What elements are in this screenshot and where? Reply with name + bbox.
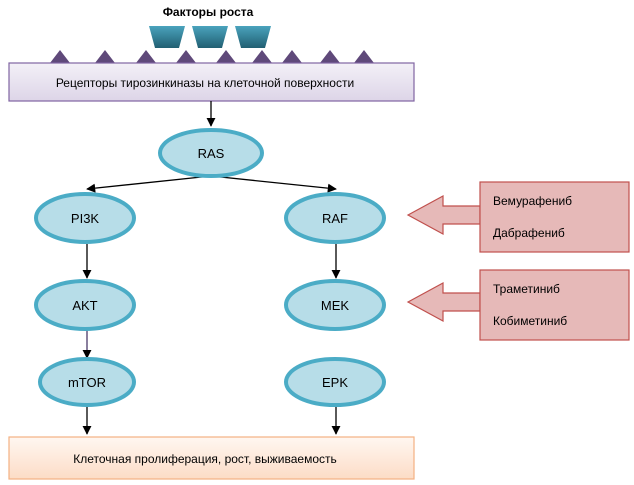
drug-vemurafenib: Вемурафениб (493, 194, 572, 208)
receptor-triangle (176, 50, 196, 63)
mek-inhibitor-callout: Траметиниб Кобиметиниб (406, 269, 630, 341)
raf-inhibitor-box (479, 181, 630, 253)
arrow-ras-to-raf (210, 175, 337, 193)
growth-factor-ligands (149, 26, 271, 48)
node-pi3k: PI3K (34, 192, 136, 244)
node-erk: EPK (284, 357, 386, 407)
node-pi3k-label: PI3K (71, 211, 100, 226)
node-ras: RAS (158, 128, 264, 178)
pathway-arrows (82, 101, 341, 435)
receptor-triangle (354, 50, 374, 63)
drug-dabrafenib: Дабрафениб (493, 226, 565, 240)
drug-trametinib: Траметиниб (493, 282, 560, 296)
mek-inhibitor-box (479, 269, 630, 341)
outcome-bar (8, 436, 415, 480)
receptor-triangles (50, 50, 374, 63)
node-mtor-label: mTOR (68, 375, 106, 390)
receptor-triangle (95, 50, 115, 63)
node-erk-label: EPK (322, 375, 348, 390)
ligand-shape (192, 26, 228, 48)
receptor-triangle (136, 50, 156, 63)
node-mtor: mTOR (38, 357, 136, 407)
node-raf-label: RAF (322, 211, 348, 226)
receptor-triangle (216, 50, 236, 63)
receptor-triangle (50, 50, 70, 63)
node-ras-label: RAS (198, 146, 225, 161)
receptor-triangle (282, 50, 302, 63)
ligand-shape (149, 26, 185, 48)
node-mek: MEK (284, 279, 386, 331)
receptor-triangle (320, 50, 340, 63)
raf-inhibitor-callout: Вемурафениб Дабрафениб (406, 181, 630, 253)
node-mek-label: MEK (321, 298, 350, 313)
ligand-shape (235, 26, 271, 48)
receptor-triangle (252, 50, 272, 63)
arrow-ras-to-pi3k (86, 175, 212, 193)
outcome-label: Клеточная пролиферация, рост, выживаемос… (73, 452, 337, 466)
receptor-bar-label: Рецепторы тирозинкиназы на клеточной пов… (56, 76, 354, 90)
growth-factors-label: Факторы роста (163, 5, 254, 19)
drug-cobimetinib: Кобиметиниб (493, 314, 567, 328)
node-raf: RAF (284, 192, 386, 244)
receptor-bar (8, 62, 415, 102)
node-akt-label: AKT (72, 298, 97, 313)
raf-inhibitor-arrow (406, 194, 481, 236)
node-akt: AKT (34, 279, 136, 331)
mek-inhibitor-arrow (406, 281, 481, 323)
